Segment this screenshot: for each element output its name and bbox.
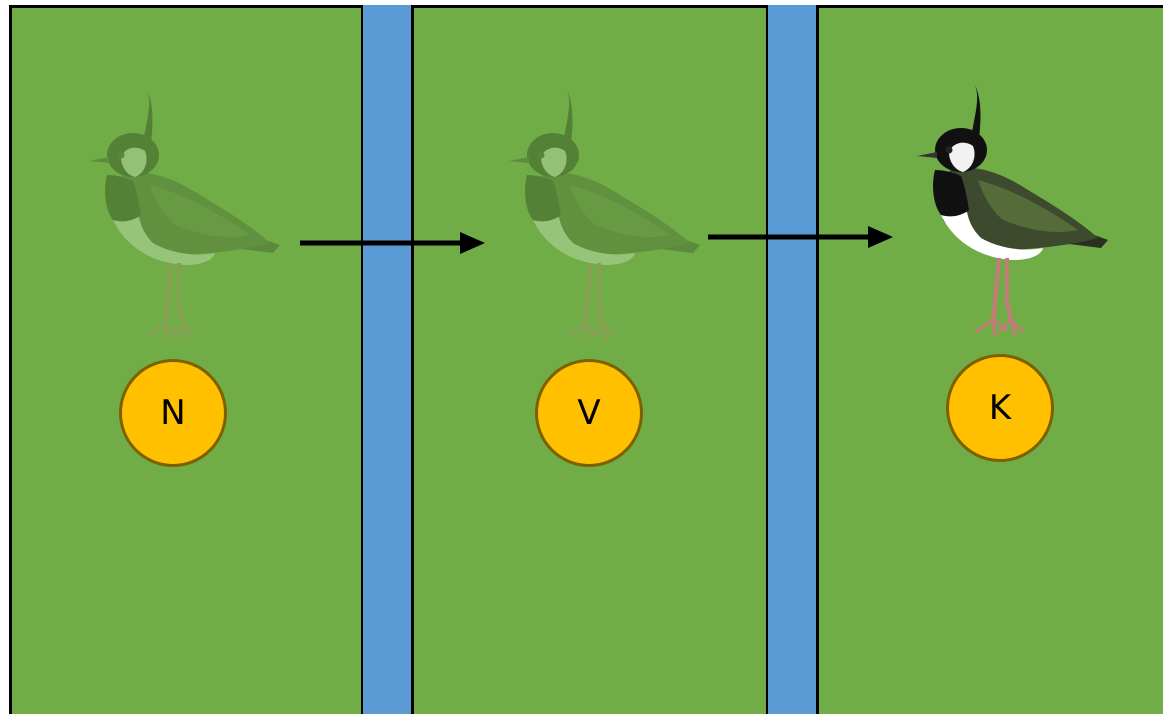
marker-v: V	[535, 359, 643, 467]
ditch-2	[766, 5, 820, 714]
ditch-1	[361, 5, 415, 714]
marker-n: N	[119, 359, 227, 467]
lapwing-icon	[903, 80, 1113, 340]
lapwing-icon	[495, 85, 705, 345]
lapwing-icon	[75, 85, 285, 345]
marker-k: K	[946, 354, 1054, 462]
field-n	[9, 5, 365, 714]
